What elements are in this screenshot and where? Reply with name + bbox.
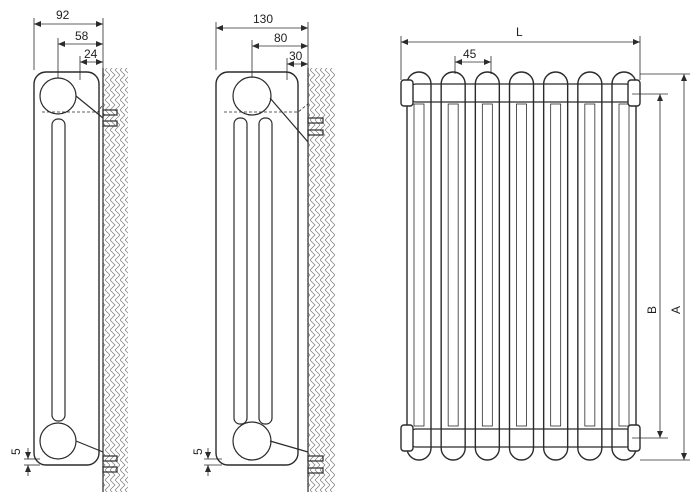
- dim-total-height: A: [669, 306, 683, 314]
- section-outline: [508, 71, 535, 461]
- radiator-section: [440, 71, 466, 461]
- section-outline: [611, 71, 637, 461]
- front-view: L 45 B A: [400, 25, 690, 461]
- section-outline: [542, 71, 569, 461]
- radiator-section-body: [215, 71, 299, 466]
- dim-wall-gap: 30: [289, 49, 303, 63]
- dim-wall-gap: 24: [84, 47, 98, 61]
- section-outline: [406, 71, 432, 461]
- column-tube-1: [233, 117, 248, 425]
- wall-hook-top-2: [102, 120, 118, 127]
- dim-center-offset: 58: [75, 29, 89, 43]
- section-column-tube: [618, 103, 630, 427]
- wall-hook-bottom-2: [102, 466, 118, 473]
- side-view-three-column: 130 80 30 5: [191, 12, 335, 492]
- section-outline: [577, 71, 603, 461]
- bracket-arm-bottom: [75, 440, 104, 453]
- radiator-section: [577, 71, 603, 461]
- section-column-tube: [413, 103, 425, 427]
- bracket-outline: [42, 103, 104, 113]
- wall-hatch: [103, 68, 128, 492]
- section-column-tube: [516, 103, 527, 427]
- dim-center-offset: 80: [274, 31, 288, 45]
- radiator-section-body: [33, 71, 100, 466]
- dim-bottom-offset: 5: [191, 448, 205, 455]
- section-column-tube: [550, 103, 562, 427]
- front-sections: [406, 71, 637, 461]
- wall-hook-top-2: [307, 129, 324, 136]
- end-cap-top-right: [627, 79, 641, 107]
- end-cap-top-left: [400, 79, 414, 107]
- end-cap-bottom-left: [400, 424, 414, 452]
- dim-overall-depth: 92: [56, 8, 70, 22]
- bracket-arm-top: [75, 95, 104, 119]
- dim-center-height: B: [645, 306, 659, 314]
- section-column-tube: [447, 103, 459, 427]
- dim-overall-depth: 130: [253, 12, 273, 26]
- side-view-two-column: 92 58 24 5: [9, 8, 128, 492]
- section-column-tube: [584, 103, 596, 427]
- wall-hook-bottom: [102, 455, 118, 462]
- dim-section-pitch: 45: [463, 47, 477, 61]
- bracket-arm-top: [269, 97, 309, 143]
- dim-bottom-offset: 5: [9, 448, 23, 455]
- wall-hook-top: [307, 117, 324, 124]
- column-tube: [51, 118, 66, 422]
- wall-hatch: [308, 68, 335, 492]
- bracket-arm-bottom: [269, 440, 309, 453]
- wall-hook-bottom-2: [307, 467, 324, 474]
- dim-length: L: [516, 25, 523, 39]
- section-outline: [440, 71, 466, 461]
- section-outline: [474, 71, 501, 461]
- wall-hook-top: [102, 109, 118, 116]
- column-tube-2: [258, 117, 273, 425]
- radiator-section: [474, 71, 501, 461]
- radiator-section: [542, 71, 569, 461]
- wall-hook-bottom: [307, 455, 324, 462]
- radiator-section: [508, 71, 535, 461]
- bracket-outline: [224, 103, 309, 113]
- radiator-section: [406, 71, 432, 461]
- section-column-tube: [481, 103, 493, 427]
- radiator-section: [611, 71, 637, 461]
